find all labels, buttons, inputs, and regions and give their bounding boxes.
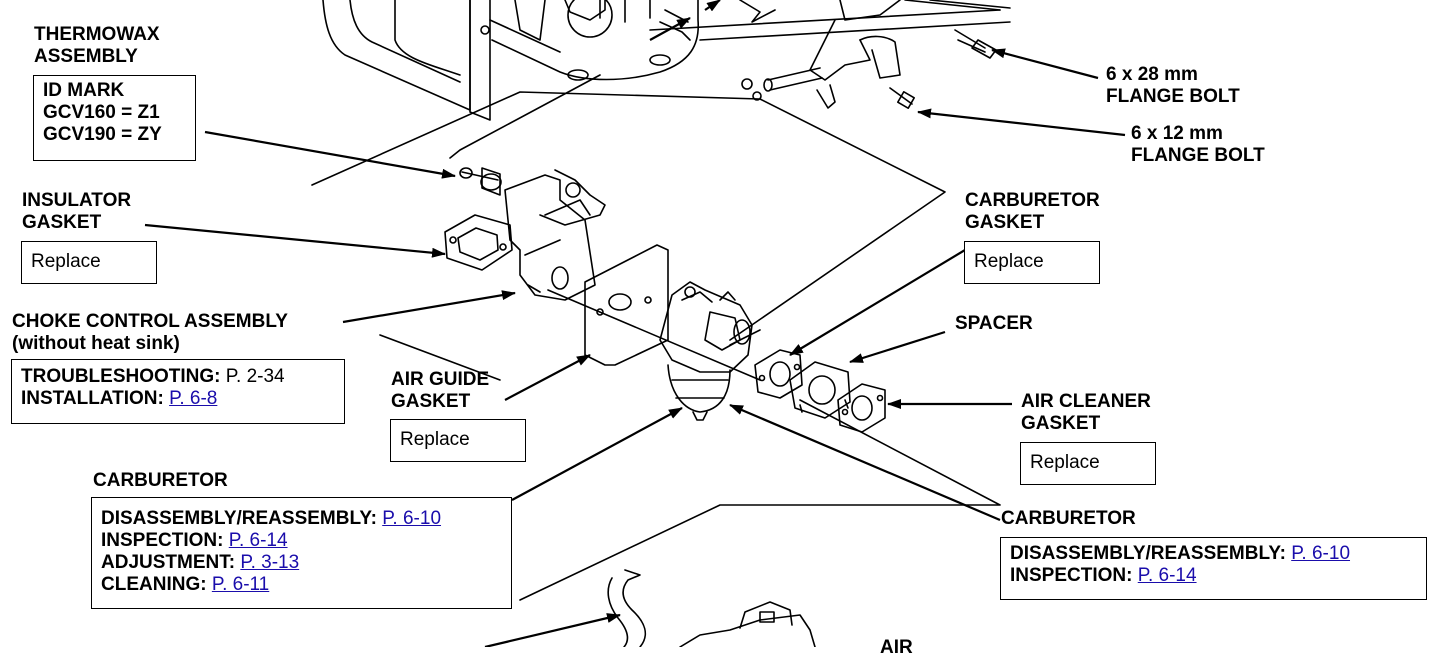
leader-carb-gasket <box>789 249 966 356</box>
disassembly-page-link[interactable]: P. 6-10 <box>382 508 442 529</box>
inspection-page-link-right[interactable]: P. 6-14 <box>1137 565 1197 586</box>
inspection-page-link[interactable]: P. 6-14 <box>228 530 288 551</box>
choke-control-assembly-label: CHOKE CONTROL ASSEMBLY(without heat sink… <box>12 311 288 354</box>
leader-carb-right <box>729 403 1001 522</box>
thermowax-id-mark-box: ID MARK GCV160 = Z1 GCV190 = ZY <box>33 75 196 161</box>
thermowax-part <box>459 167 502 196</box>
carburetor-reference-box-left: DISASSEMBLY/REASSEMBLY: P. 6-10 INSPECTI… <box>91 497 512 609</box>
leader-thermowax <box>204 130 456 179</box>
spacer-part <box>789 361 851 419</box>
lower-assembly-outline <box>379 334 501 381</box>
leader-carb-left <box>511 407 683 501</box>
leader-bolt12 <box>917 108 1126 137</box>
air-cleaner-gasket-part <box>837 383 886 433</box>
leader-bolt28 <box>991 48 1099 80</box>
carburetor-label-left: CARBURETOR <box>93 470 228 491</box>
leader-spacer <box>849 330 946 364</box>
cleaning-page-link[interactable]: P. 6-11 <box>211 574 270 595</box>
air-guide-gasket-part <box>584 244 669 366</box>
carburetor-gasket-part <box>754 349 803 399</box>
air-label-partial: AIR <box>880 637 913 658</box>
air-guide-replace-box: Replace <box>390 419 526 462</box>
adjustment-page-link[interactable]: P. 3-13 <box>240 552 300 573</box>
installation-page-link[interactable]: P. 6-8 <box>169 388 218 409</box>
insulator-replace-box: Replace <box>21 241 157 284</box>
governor-linkage <box>649 0 1011 109</box>
leader-insulator <box>144 223 446 258</box>
spacer-label: SPACER <box>955 313 1033 334</box>
air-cleaner-case-part <box>679 601 816 647</box>
breather-tube-part <box>607 569 647 647</box>
assembly-outline <box>311 91 946 341</box>
insulator-gasket-part <box>444 214 513 271</box>
carburetor-part <box>659 281 753 421</box>
carburetor-reference-box-right: DISASSEMBLY/REASSEMBLY: P. 6-10 INSPECTI… <box>1000 537 1427 600</box>
engine-block <box>322 0 700 121</box>
carburetor-gasket-replace-box: Replace <box>964 241 1100 284</box>
disassembly-page-link-right[interactable]: P. 6-10 <box>1291 543 1351 564</box>
leader-choke <box>342 290 516 324</box>
air-cleaner-gasket-replace-box: Replace <box>1020 442 1156 485</box>
choke-reference-box: TROUBLESHOOTING: P. 2-34 INSTALLATION: P… <box>11 359 345 424</box>
choke-assembly-part <box>504 169 606 301</box>
leader-air-guide <box>504 354 591 401</box>
carburetor-label-right: CARBURETOR <box>1001 508 1136 529</box>
leader-breather <box>484 613 621 647</box>
